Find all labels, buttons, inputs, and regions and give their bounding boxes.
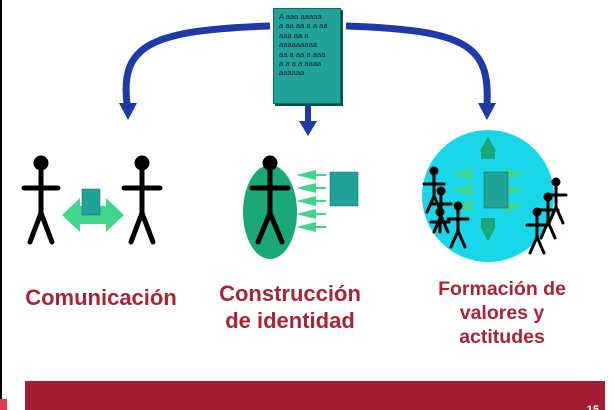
identity-group bbox=[243, 155, 359, 259]
crowd-figures bbox=[422, 166, 568, 255]
page-number: 15 bbox=[586, 404, 599, 410]
values-label-line: valores y bbox=[459, 302, 545, 324]
footer-bar: 15 bbox=[25, 381, 605, 410]
identity-rays bbox=[296, 170, 326, 232]
inner-arrows bbox=[480, 136, 496, 241]
person-center-figure bbox=[249, 155, 291, 245]
arrowhead-identity bbox=[299, 121, 317, 136]
document-line: a aa aa a a aa bbox=[279, 21, 328, 31]
mini-document-shape bbox=[329, 171, 359, 207]
source-document: A aaa aaaaa a aa aa a a aa aaa aa a aaaa… bbox=[273, 8, 341, 104]
document-line: A aaa aaaaa bbox=[279, 12, 322, 21]
mini-document-shape bbox=[483, 171, 509, 209]
arrow-to-communication bbox=[122, 22, 271, 105]
inner-arrow-lines bbox=[452, 168, 524, 212]
person-right-figure bbox=[121, 155, 163, 245]
slide-border bbox=[0, 0, 2, 410]
person-left-figure bbox=[21, 155, 61, 245]
arrowhead-communication bbox=[119, 103, 137, 120]
identity-label-line: de identidad bbox=[225, 308, 355, 333]
mini-document-shape bbox=[81, 188, 101, 216]
document-line: aaaaaa bbox=[279, 68, 305, 78]
arrowhead-values bbox=[478, 103, 496, 120]
corner-accent bbox=[0, 399, 7, 410]
identity-label: Construcción de identidad bbox=[200, 280, 380, 334]
document-line: aaaaaaaaa bbox=[279, 40, 318, 50]
values-label-line: Formación de bbox=[438, 278, 566, 300]
values-label-line: actitudes bbox=[459, 326, 545, 348]
values-group bbox=[422, 130, 568, 262]
document-line: aaa aa a bbox=[279, 30, 309, 40]
communication-group bbox=[21, 155, 163, 245]
document-line: a a a a aaaa bbox=[279, 59, 322, 69]
arrow-to-identity bbox=[305, 104, 311, 122]
communication-label: Comunicación bbox=[6, 285, 196, 311]
document-line: aa a aa a aaa bbox=[279, 49, 326, 59]
arrow-to-values bbox=[345, 22, 491, 105]
identity-label-line: Construcción bbox=[219, 281, 361, 306]
communication-label-text: Comunicación bbox=[25, 285, 177, 310]
values-label: Formación de valores y actitudes bbox=[418, 277, 586, 349]
